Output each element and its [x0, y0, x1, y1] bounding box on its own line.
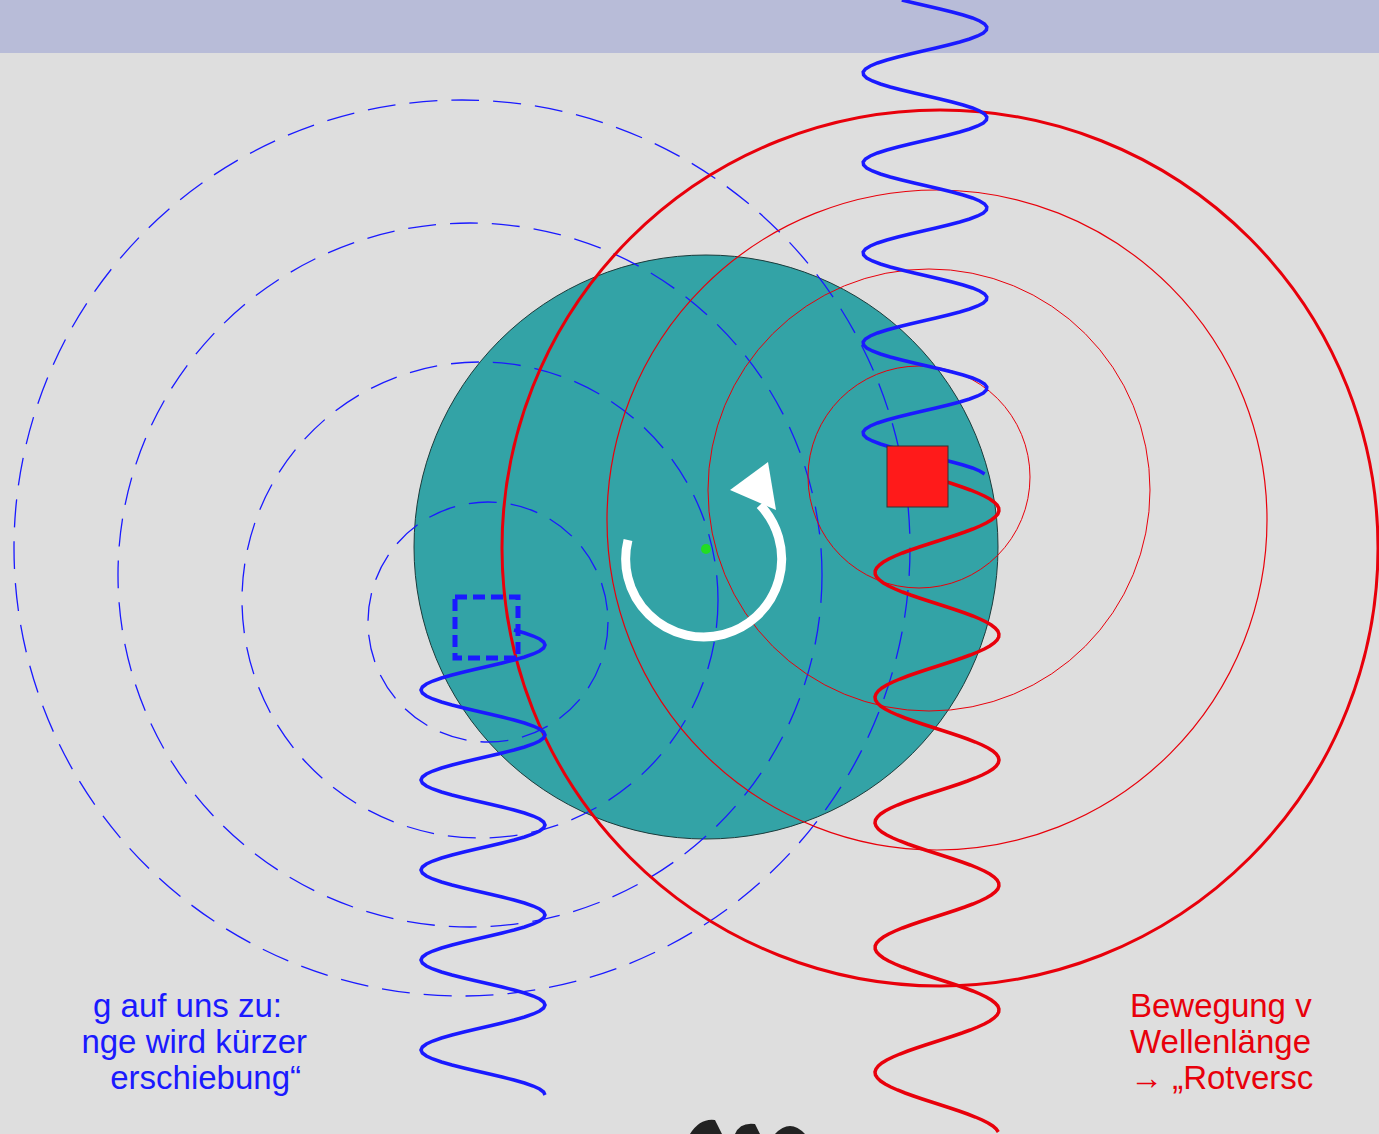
blue-wavefronts: [14, 100, 910, 996]
note-text: g auf uns zu:: [93, 988, 282, 1024]
note-text: erschiebung“: [110, 1060, 301, 1096]
note-text: Bewegung v: [1130, 988, 1312, 1024]
source-approaching: [455, 597, 518, 658]
note-text: → „Rotversc: [1130, 1060, 1313, 1096]
rotation-axis: [701, 544, 711, 554]
source-receding: [887, 446, 948, 507]
rotation-arrow: [626, 505, 782, 637]
red-wave: [875, 475, 999, 1132]
rotation-arrowhead: [730, 462, 776, 510]
blue-wave: [421, 630, 545, 1095]
note-text: Wellenlänge: [1130, 1024, 1311, 1060]
blue-wave: [863, 0, 987, 474]
title-bar: [0, 0, 1379, 53]
note-text: nge wird kürzer: [81, 1024, 307, 1060]
observer-figure: [690, 1120, 805, 1134]
